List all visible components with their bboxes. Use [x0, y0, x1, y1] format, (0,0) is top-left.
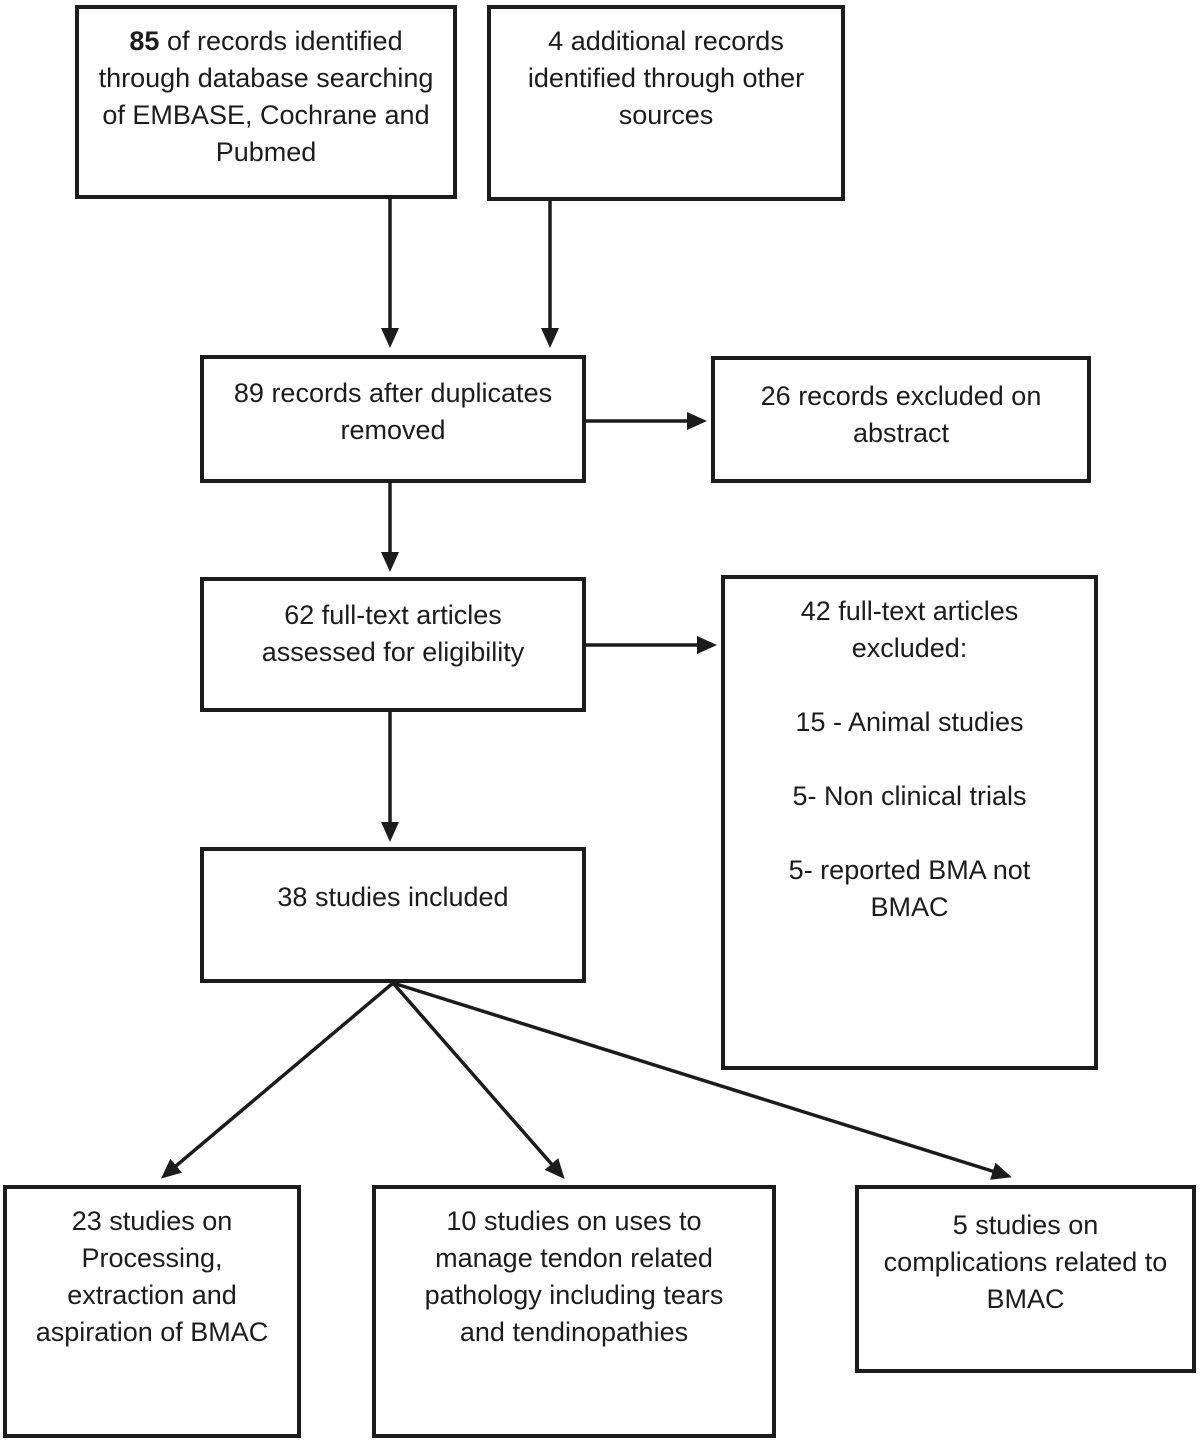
arrow-included-to-processing	[160, 981, 395, 1179]
box-studies-processing: 23 studies on Processing, extraction and…	[3, 1185, 301, 1438]
box-studies-included-text: 38 studies included	[277, 882, 509, 912]
box-additional-records: 4 additional records identified through …	[487, 5, 845, 201]
box-fulltext-excluded: 42 full-text articles excluded: 15 - Ani…	[721, 575, 1098, 1070]
box-excluded-on-abstract-text: 26 records excluded on abstract	[760, 381, 1042, 448]
box-duplicates-removed: 89 records after duplicates removed	[200, 355, 586, 483]
box-studies-included: 38 studies included	[200, 847, 586, 983]
box-duplicates-removed-text: 89 records after duplicates removed	[233, 378, 553, 445]
box-records-identified-text: 85 of records identified through databas…	[79, 9, 453, 171]
box-additional-records-text: 4 additional records identified through …	[527, 26, 805, 130]
box-fulltext-excluded-title: 42 full-text articles excluded:	[800, 596, 1019, 663]
box-fulltext-assessed-text: 62 full-text articles assessed for eligi…	[261, 600, 525, 667]
excluded-reason-non-clinical: 5- Non clinical trials	[792, 781, 1027, 811]
box-studies-tendon: 10 studies on uses to manage tendon rela…	[372, 1185, 776, 1438]
box-fulltext-assessed: 62 full-text articles assessed for eligi…	[200, 577, 586, 712]
box-studies-processing-text: 23 studies on Processing, extraction and…	[35, 1206, 269, 1347]
excluded-reason-bma-not-bmac: 5- reported BMA not BMAC	[788, 855, 1031, 922]
box-studies-complications-text: 5 studies on complications related to BM…	[883, 1210, 1168, 1314]
box-excluded-on-abstract: 26 records excluded on abstract	[711, 356, 1091, 483]
box-studies-complications: 5 studies on complications related to BM…	[855, 1185, 1196, 1373]
records-identified-count: 85	[129, 26, 160, 56]
box-studies-tendon-text: 10 studies on uses to manage tendon rela…	[424, 1206, 724, 1347]
box-records-identified: 85 of records identified through databas…	[75, 5, 457, 199]
records-identified-label: of records identified through database s…	[98, 26, 434, 167]
excluded-reason-animal-studies: 15 - Animal studies	[795, 707, 1024, 737]
arrow-included-to-tendon	[391, 981, 565, 1180]
